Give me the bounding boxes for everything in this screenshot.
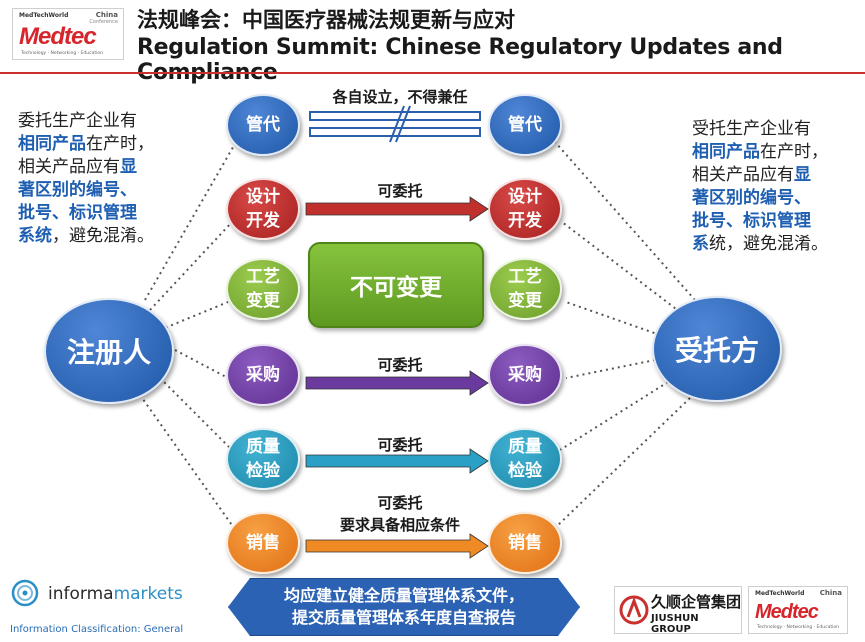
row6-label: 可委托 xyxy=(377,494,423,512)
right-note-hl4: 批号、标识管理 xyxy=(692,211,811,231)
jiushun-en-text: JIUSHUN GROUP xyxy=(651,613,699,635)
node-right-design-dev: 设计 开发 xyxy=(488,178,562,240)
node-label: 质量 xyxy=(508,437,542,457)
right-note-hl5: 系 xyxy=(692,234,709,254)
left-note-line3: 相关产品应有 xyxy=(18,157,120,177)
medtec-footer-china: China xyxy=(819,589,842,597)
node-label: 开发 xyxy=(246,211,280,231)
right-note-line2: 在产时， xyxy=(760,142,828,162)
node-right-sales: 销售 xyxy=(488,512,562,574)
unchangeable-box: 不可变更 xyxy=(308,242,484,328)
node-label: 销售 xyxy=(508,533,542,553)
medtec-footer-main: Medtec xyxy=(755,601,819,623)
node-label: 质量 xyxy=(246,437,280,457)
unchangeable-label: 不可变更 xyxy=(350,275,442,301)
node-label: 工艺 xyxy=(508,267,542,287)
row4-label: 可委托 xyxy=(377,356,423,374)
node-label: 管代 xyxy=(508,115,542,135)
node-label: 开发 xyxy=(508,211,542,231)
informa-word: informa xyxy=(48,584,114,604)
header-divider xyxy=(0,72,865,74)
right-note-line6: 统，避免混淆。 xyxy=(709,234,828,254)
left-note-hl2: 显 xyxy=(120,157,137,177)
logo-conference-text: Conference xyxy=(89,19,118,25)
node-label: 设计 xyxy=(508,187,542,207)
left-note-line6: ，避免混淆。 xyxy=(52,226,154,246)
node-left-quality-inspection: 质量 检验 xyxy=(226,428,300,490)
right-note-line1: 受托生产企业有 xyxy=(692,119,811,139)
medtec-footer-top: MedTechWorld xyxy=(755,590,805,597)
page-title-en: Regulation Summit: Chinese Regulatory Up… xyxy=(137,35,783,85)
node-right-process-change: 工艺 变更 xyxy=(488,258,562,320)
hub-trustee: 受托方 xyxy=(652,296,782,402)
left-note-line2: 在产时， xyxy=(86,134,154,154)
hub-trustee-label: 受托方 xyxy=(674,334,759,367)
jiushun-cn-text: 久顺企管集团 xyxy=(651,593,742,611)
row6-sublabel: 要求具备相应条件 xyxy=(339,516,460,534)
markets-word: markets xyxy=(113,584,183,604)
jiushun-logo: 久顺企管集团 JIUSHUN GROUP xyxy=(614,586,742,635)
node-right-procurement: 采购 xyxy=(488,344,562,406)
medtec-logo-footer: MedTechWorld China Medtec Technology · N… xyxy=(748,586,848,634)
logo-top-text: MedTechWorld xyxy=(19,12,69,19)
node-label: 采购 xyxy=(246,365,280,385)
hub-registrant: 注册人 xyxy=(44,298,174,404)
node-right-quality-inspection: 质量 检验 xyxy=(488,428,562,490)
node-label: 采购 xyxy=(508,365,542,385)
node-label: 变更 xyxy=(508,291,542,311)
left-note-line1: 委托生产企业有 xyxy=(18,111,137,131)
right-note-hl1: 相同产品 xyxy=(692,142,760,162)
jiushun-emblem-icon xyxy=(619,595,649,625)
row5-label: 可委托 xyxy=(377,436,423,454)
right-note-line3: 相关产品应有 xyxy=(692,165,794,185)
left-note-hl5: 系统 xyxy=(18,226,52,246)
node-right-management-rep: 管代 xyxy=(488,94,562,156)
row1-label: 各自设立，不得兼任 xyxy=(332,88,468,106)
right-note: 受托生产企业有 相同产品在产时， 相关产品应有显 著区别的编号、 批号、标识管理… xyxy=(692,118,852,256)
node-label: 检验 xyxy=(508,461,542,481)
row2-label: 可委托 xyxy=(377,182,423,200)
left-note-hl1: 相同产品 xyxy=(18,134,86,154)
left-dotted-lines xyxy=(139,141,237,529)
logo-china-text: China xyxy=(95,11,118,19)
banner-line2: 提交质量管理体系年度自查报告 xyxy=(291,608,516,627)
left-note-hl3: 著区别的编号、 xyxy=(18,180,137,200)
node-left-procurement: 采购 xyxy=(226,344,300,406)
logo-main-text: Medtec xyxy=(19,23,97,50)
logo-tagline: Technology · Networking · Education xyxy=(21,51,103,56)
medtec-logo: MedTechWorld China Conference Medtec Tec… xyxy=(12,8,124,60)
node-label: 检验 xyxy=(246,461,280,481)
informa-logo: informamarkets xyxy=(10,578,183,612)
page-title-cn: 法规峰会：中国医疗器械法规更新与应对 xyxy=(137,8,515,32)
right-note-hl3: 著区别的编号、 xyxy=(692,188,811,208)
node-left-management-rep: 管代 xyxy=(226,94,300,156)
medtec-footer-tag: Technology · Networking · Education xyxy=(757,625,839,630)
node-label: 销售 xyxy=(246,533,280,553)
right-dotted-lines xyxy=(554,141,696,529)
banner-line1: 均应建立健全质量管理体系文件， xyxy=(283,586,524,605)
info-classification: Information Classification: General xyxy=(10,624,184,635)
node-label: 设计 xyxy=(246,187,280,207)
node-label: 工艺 xyxy=(246,267,280,287)
row1-separate-lines xyxy=(309,105,481,143)
node-left-design-dev: 设计 开发 xyxy=(226,178,300,240)
bottom-banner: 均应建立健全质量管理体系文件， 提交质量管理体系年度自查报告 xyxy=(228,578,580,636)
left-note-hl4: 批号、标识管理 xyxy=(18,203,137,223)
left-note: 委托生产企业有 相同产品在产时， 相关产品应有显 著区别的编号、 批号、标识管理… xyxy=(18,110,168,248)
right-note-hl2: 显 xyxy=(794,165,811,185)
node-label: 变更 xyxy=(246,291,280,311)
node-left-sales: 销售 xyxy=(226,512,300,574)
node-label: 管代 xyxy=(246,115,280,135)
hub-registrant-label: 注册人 xyxy=(66,336,151,369)
informa-globe-icon xyxy=(11,579,39,607)
node-left-process-change: 工艺 变更 xyxy=(226,258,300,320)
